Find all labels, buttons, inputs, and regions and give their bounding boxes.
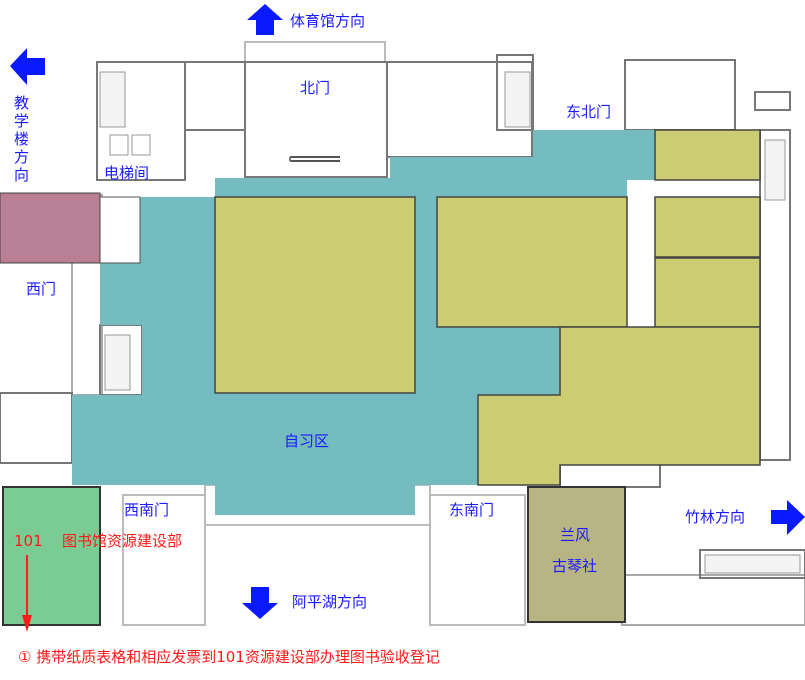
- label-southwest-gate: 西南门: [124, 501, 169, 519]
- room-olive-e2: [654, 257, 761, 328]
- room-olive-e1: [654, 196, 761, 258]
- red-pointer-arrow-icon: [22, 555, 32, 632]
- label-east-direction: 竹林方向: [685, 508, 745, 526]
- label-west-direction-1: 教: [14, 94, 29, 112]
- room-olive-middle: [436, 196, 628, 328]
- arrow-right-icon: [771, 500, 805, 535]
- room-olive-se: [477, 326, 761, 486]
- label-west-direction-3: 楼: [14, 130, 29, 148]
- label-west-direction-5: 向: [14, 166, 29, 184]
- guqin-room: [527, 486, 626, 623]
- arrow-down-icon: [242, 587, 278, 619]
- west-room: [0, 192, 101, 264]
- arrow-up-icon: [247, 4, 283, 35]
- label-room-number: 101: [14, 532, 43, 550]
- room-101: [2, 486, 101, 626]
- label-elevator: 电梯间: [104, 164, 149, 182]
- label-guqin-line1: 兰风: [560, 526, 590, 544]
- label-north-direction: 体育馆方向: [290, 12, 365, 30]
- white-room: [99, 196, 141, 264]
- label-guqin-line2: 古琴社: [552, 557, 597, 575]
- label-west-direction-2: 学: [14, 112, 29, 130]
- label-study-area: 自习区: [284, 432, 329, 450]
- room-olive-ne: [654, 129, 761, 181]
- instruction-text: ① 携带纸质表格和相应发票到101资源建设部办理图书验收登记: [18, 648, 440, 666]
- label-southeast-gate: 东南门: [449, 501, 494, 519]
- label-west-direction-4: 方: [14, 148, 29, 166]
- label-west-gate: 西门: [26, 280, 56, 298]
- label-north-gate: 北门: [300, 79, 330, 97]
- label-room-name: 图书馆资源建设部: [62, 532, 182, 550]
- room-olive-center: [214, 196, 416, 394]
- arrow-left-icon: [10, 48, 45, 85]
- label-south-direction: 阿平湖方向: [292, 593, 367, 611]
- label-northeast-gate: 东北门: [566, 103, 611, 121]
